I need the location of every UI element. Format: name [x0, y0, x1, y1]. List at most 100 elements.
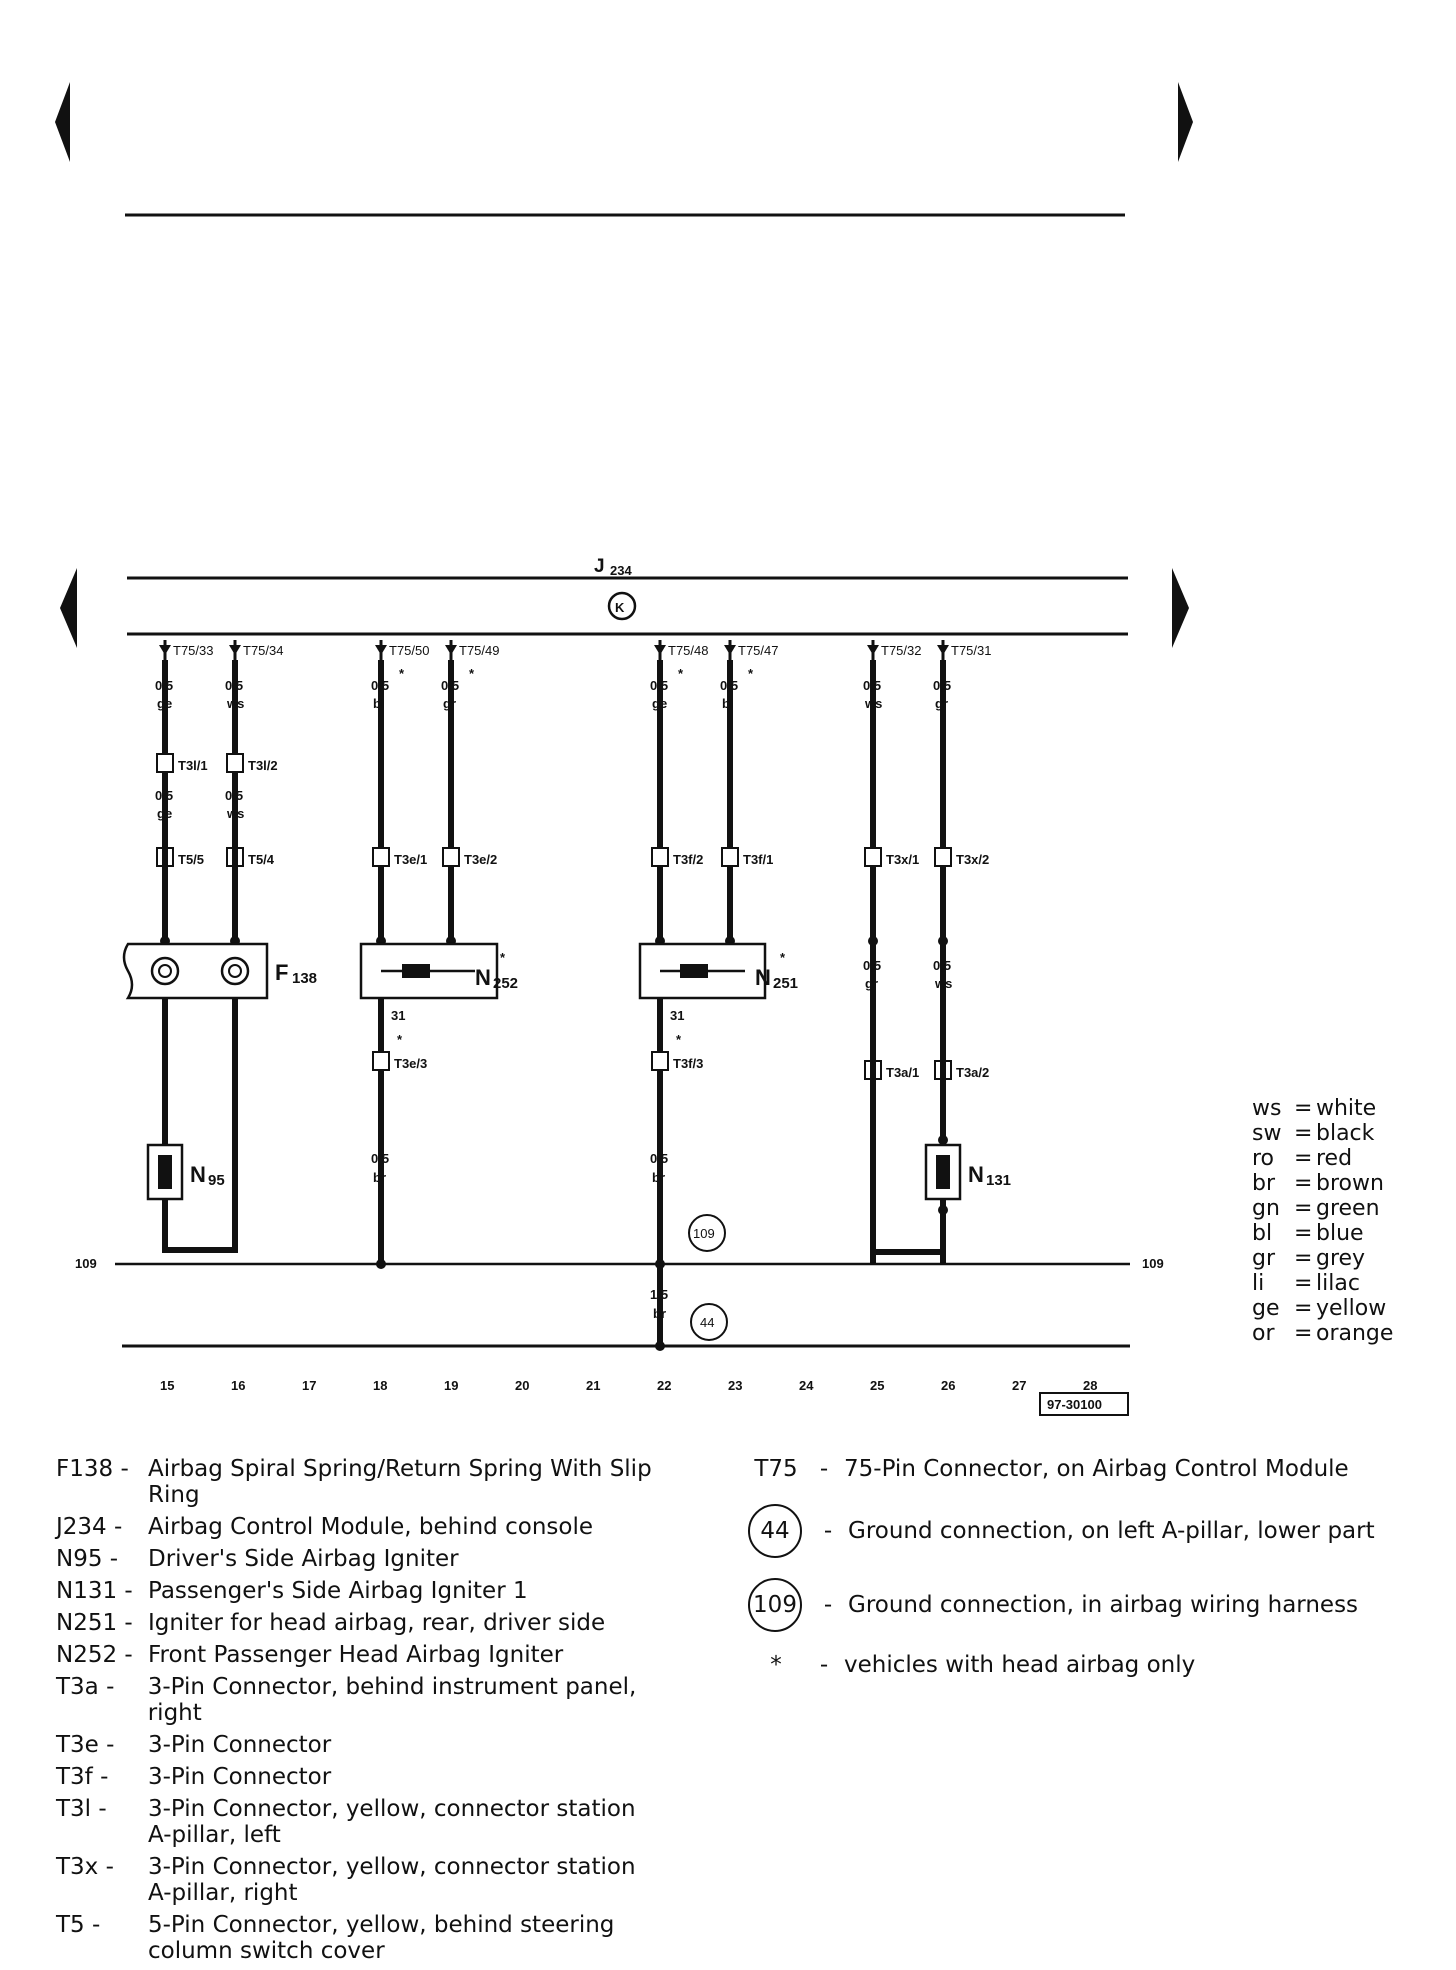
equals-sign: = — [1294, 1271, 1313, 1296]
n95-sub: 95 — [208, 1172, 225, 1189]
equals-sign: = — [1294, 1246, 1313, 1271]
wire-size: 0,5 — [225, 788, 243, 803]
wire-size: 0,5 — [650, 678, 668, 693]
connector-label: T3l/1 — [178, 758, 208, 773]
wire-size: 0,5 — [863, 678, 881, 693]
color-name: brown — [1316, 1171, 1384, 1196]
connector-label: T3e/1 — [394, 852, 427, 867]
legend-item: T5 -5-Pin Connector, yellow, behind stee… — [56, 1912, 696, 1964]
legend-code: T3a - — [56, 1674, 115, 1700]
color-code-row: bl=blue — [1252, 1221, 1393, 1246]
junction-dot — [938, 1205, 948, 1215]
legend-item: J234 - Airbag Control Module, behind cons… — [56, 1514, 696, 1540]
ground-44-label: 44 — [700, 1315, 714, 1330]
wire-color: ws — [864, 696, 882, 711]
color-code: bl — [1252, 1221, 1273, 1246]
junction-dot — [868, 936, 878, 946]
next-page-arrow-icon[interactable] — [1178, 82, 1193, 162]
pin-top-label: T75/50 — [389, 643, 429, 658]
equals-sign: = — [1294, 1321, 1313, 1346]
legend-desc: Driver's Side Airbag Igniter — [148, 1546, 459, 1572]
color-code: ws — [1252, 1096, 1282, 1121]
n251-ground-labels: 31*T3f/30,5br — [650, 1008, 703, 1185]
pin-top-label: T75/47 — [738, 643, 778, 658]
legend-left: F138 -Airbag Spiral Spring/Return Spring… — [56, 1456, 696, 1970]
color-name: orange — [1316, 1321, 1394, 1346]
color-code-row: ws=white — [1252, 1096, 1393, 1121]
connector-label: T3a/1 — [886, 1065, 919, 1080]
column-number: 15 — [160, 1378, 174, 1393]
column-number: 21 — [586, 1378, 600, 1393]
wire-color: ge — [157, 696, 172, 711]
n251-component: N 251 * — [638, 942, 798, 1000]
color-code-row: ro=red — [1252, 1146, 1393, 1171]
color-code: ro — [1252, 1146, 1275, 1171]
column-number: 27 — [1012, 1378, 1026, 1393]
pin-top-label: T75/49 — [459, 643, 499, 658]
legend-desc: Igniter for head airbag, rear, driver si… — [148, 1610, 606, 1636]
legend-dash: - — [819, 1652, 829, 1678]
legend-desc: Ground connection, in airbag wiring harn… — [848, 1592, 1359, 1618]
wire-size: 0,5 — [155, 788, 173, 803]
legend-code: T3x - — [56, 1854, 114, 1880]
column-number: 25 — [870, 1378, 884, 1393]
legend-code: J234 - — [56, 1514, 123, 1540]
color-code: gn — [1252, 1196, 1280, 1221]
star-mark: * — [397, 1032, 403, 1047]
connector-icon — [442, 847, 460, 867]
legend-desc: Airbag Control Module, behind console — [148, 1514, 593, 1540]
legend-desc: 75-Pin Connector, on Airbag Control Modu… — [844, 1456, 1349, 1482]
color-name: yellow — [1316, 1296, 1387, 1321]
legend-code: * — [770, 1652, 782, 1678]
color-name: black — [1316, 1121, 1375, 1146]
color-code-row: br=brown — [1252, 1171, 1393, 1196]
prev-page-arrow-icon[interactable] — [55, 82, 70, 162]
star-mark: * — [399, 666, 405, 681]
legend-item: T3l -3-Pin Connector, yellow, connector … — [56, 1796, 696, 1848]
column-number: 23 — [728, 1378, 742, 1393]
legend-desc: vehicles with head airbag only — [844, 1652, 1196, 1678]
legend-code: N252 - — [56, 1642, 133, 1668]
column-number: 20 — [515, 1378, 529, 1393]
ground-109-icon — [688, 1214, 726, 1252]
color-code: li — [1252, 1271, 1265, 1296]
figure-id-box — [1039, 1392, 1129, 1416]
equals-sign: = — [1294, 1171, 1313, 1196]
pin-number: 31 — [391, 1008, 405, 1023]
star-mark: * — [748, 666, 754, 681]
connector-icon — [372, 847, 390, 867]
star-mark: * — [678, 666, 684, 681]
pin-top-label: T75/31 — [951, 643, 991, 658]
legend-item: N95 -Driver's Side Airbag Igniter — [56, 1546, 696, 1572]
wire-color: ge — [157, 806, 172, 821]
color-name: red — [1316, 1146, 1353, 1171]
pin-top-label: T75/34 — [243, 643, 283, 658]
wire-color: ws — [226, 696, 244, 711]
connector-icon — [934, 847, 952, 867]
legend-dash: - — [823, 1518, 833, 1544]
wire-color: ge — [652, 696, 667, 711]
wire-size: 0,5 — [933, 958, 951, 973]
n252-component: N 252 * — [359, 942, 518, 1000]
terminal-k-label: K — [615, 600, 625, 615]
pin-number: 31 — [670, 1008, 684, 1023]
connector-icon — [156, 753, 174, 773]
column-number: 19 — [444, 1378, 458, 1393]
legend-desc: 5-Pin Connector, yellow, behind steering… — [148, 1912, 615, 1964]
wire-size: 0,5 — [371, 1151, 389, 1166]
column-number: 22 — [657, 1378, 671, 1393]
legend-code: T3f - — [56, 1764, 109, 1790]
next-diagram-arrow-icon[interactable] — [1172, 568, 1189, 648]
prev-diagram-arrow-icon[interactable] — [60, 568, 77, 648]
column-number: 17 — [302, 1378, 316, 1393]
legend-item: 109-Ground connection, in airbag wiring … — [748, 1578, 1428, 1632]
legend-code: T3e - — [56, 1732, 115, 1758]
color-code: sw — [1252, 1121, 1282, 1146]
